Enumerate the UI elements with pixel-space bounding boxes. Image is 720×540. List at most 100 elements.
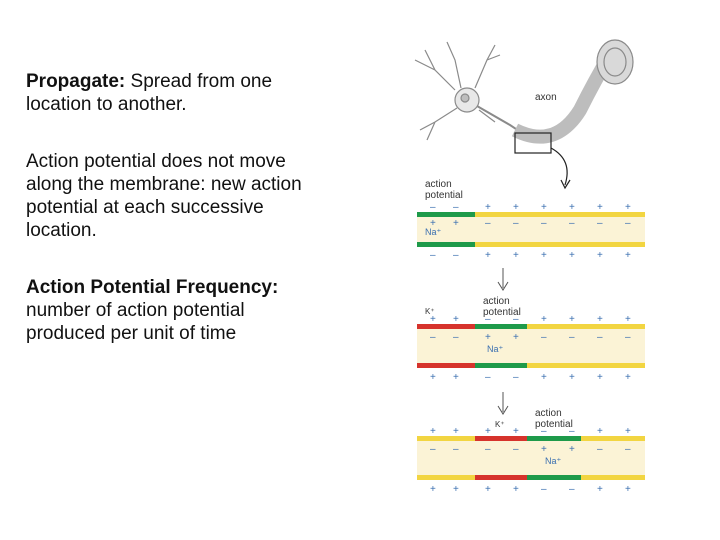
plus-charge: + [430,218,436,229]
minus-charge: – [513,314,519,325]
action-potential-note: Action potential does not move along the… [26,151,302,241]
plus-charge: + [597,202,603,213]
plus-charge: + [597,250,603,261]
minus-charge: – [430,250,436,261]
minus-charge: – [430,444,436,455]
plus-charge: + [569,444,575,455]
panel-2: action potential K⁺ Na⁺ [417,296,645,368]
propagate-term: Propagate: [26,71,126,92]
plus-charge: + [541,444,547,455]
plus-charge: + [625,314,631,325]
minus-charge: – [597,332,603,343]
ap-label-2b: potential [483,307,521,318]
panel-3: action potential K⁺ Na⁺ [417,408,645,480]
plus-charge: + [597,484,603,495]
plus-charge: + [541,314,547,325]
minus-charge: – [597,218,603,229]
minus-charge: – [569,218,575,229]
plus-charge: + [625,372,631,383]
plus-charge: + [513,250,519,261]
ap-label-1a: action [425,179,452,190]
plus-charge: + [513,202,519,213]
plus-charge: + [541,202,547,213]
plus-charge: + [485,332,491,343]
minus-charge: – [625,444,631,455]
minus-charge: – [625,332,631,343]
plus-charge: + [625,426,631,437]
plus-charge: + [625,250,631,261]
axon-label: axon [535,92,557,103]
minus-charge: – [485,372,491,383]
minus-charge: – [513,218,519,229]
plus-charge: + [569,314,575,325]
neuron-illustration [414,39,634,190]
plus-charge: + [541,372,547,383]
plus-charge: + [430,426,436,437]
frequency-body: number of action potential produced per … [26,300,245,344]
action-potential-figure: axon action potential Na⁺ action potenti… [395,30,660,520]
plus-charge: + [430,314,436,325]
plus-charge: + [453,218,459,229]
plus-charge: + [513,484,519,495]
plus-charge: + [541,250,547,261]
frequency-term: Action Potential Frequency: [26,277,279,298]
minus-charge: – [625,218,631,229]
plus-charge: + [485,202,491,213]
arrow-1 [497,268,509,291]
plus-charge: + [597,426,603,437]
k-label-3: K⁺ [495,420,505,429]
plus-charge: + [569,250,575,261]
plus-charge: + [485,250,491,261]
propagate-definition: Propagate: Spread from one location to a… [26,70,326,116]
na-label-1: Na⁺ [425,227,442,237]
minus-charge: – [453,202,459,213]
propagate-body: Spread from one location to another. [26,71,273,115]
plus-charge: + [453,372,459,383]
plus-charge: + [453,426,459,437]
minus-charge: – [513,444,519,455]
plus-charge: + [513,332,519,343]
minus-charge: – [430,332,436,343]
ap-label-3b: potential [535,419,573,430]
minus-charge: – [485,444,491,455]
ap-label-3a: action [535,408,562,419]
plus-charge: + [430,372,436,383]
plus-charge: + [513,426,519,437]
plus-charge: + [485,484,491,495]
panel-1: action potential Na⁺ [417,179,645,247]
plus-charge: + [597,372,603,383]
plus-charge: + [453,314,459,325]
minus-charge: – [541,332,547,343]
plus-charge: + [453,484,459,495]
membrane-charges: – – + + + + + + + + – – – – – – – – + + + + + + + + + + + + – – – – – – – – + +… [430,202,631,495]
figure-svg: axon action potential Na⁺ action potenti… [414,39,645,495]
ap-label-2a: action [483,296,510,307]
minus-charge: – [485,314,491,325]
plus-charge: + [625,202,631,213]
minus-charge: – [513,372,519,383]
minus-charge: – [453,332,459,343]
slide-text: Propagate: Spread from one location to a… [26,70,326,379]
plus-charge: + [485,426,491,437]
minus-charge: – [541,484,547,495]
minus-charge: – [485,218,491,229]
minus-charge: – [569,332,575,343]
k-label-2: K⁺ [425,307,435,316]
plus-charge: + [625,484,631,495]
minus-charge: – [541,426,547,437]
plus-charge: + [430,484,436,495]
plus-charge: + [569,372,575,383]
minus-charge: – [569,426,575,437]
minus-charge: – [453,250,459,261]
arrow-2 [497,392,509,415]
plus-charge: + [569,202,575,213]
na-label-2: Na⁺ [487,344,504,354]
minus-charge: – [569,484,575,495]
minus-charge: – [597,444,603,455]
minus-charge: – [541,218,547,229]
frequency-definition: Action Potential Frequency: number of ac… [26,276,326,345]
minus-charge: – [430,202,436,213]
ap-label-1b: potential [425,190,463,201]
minus-charge: – [453,444,459,455]
na-label-3: Na⁺ [545,456,562,466]
